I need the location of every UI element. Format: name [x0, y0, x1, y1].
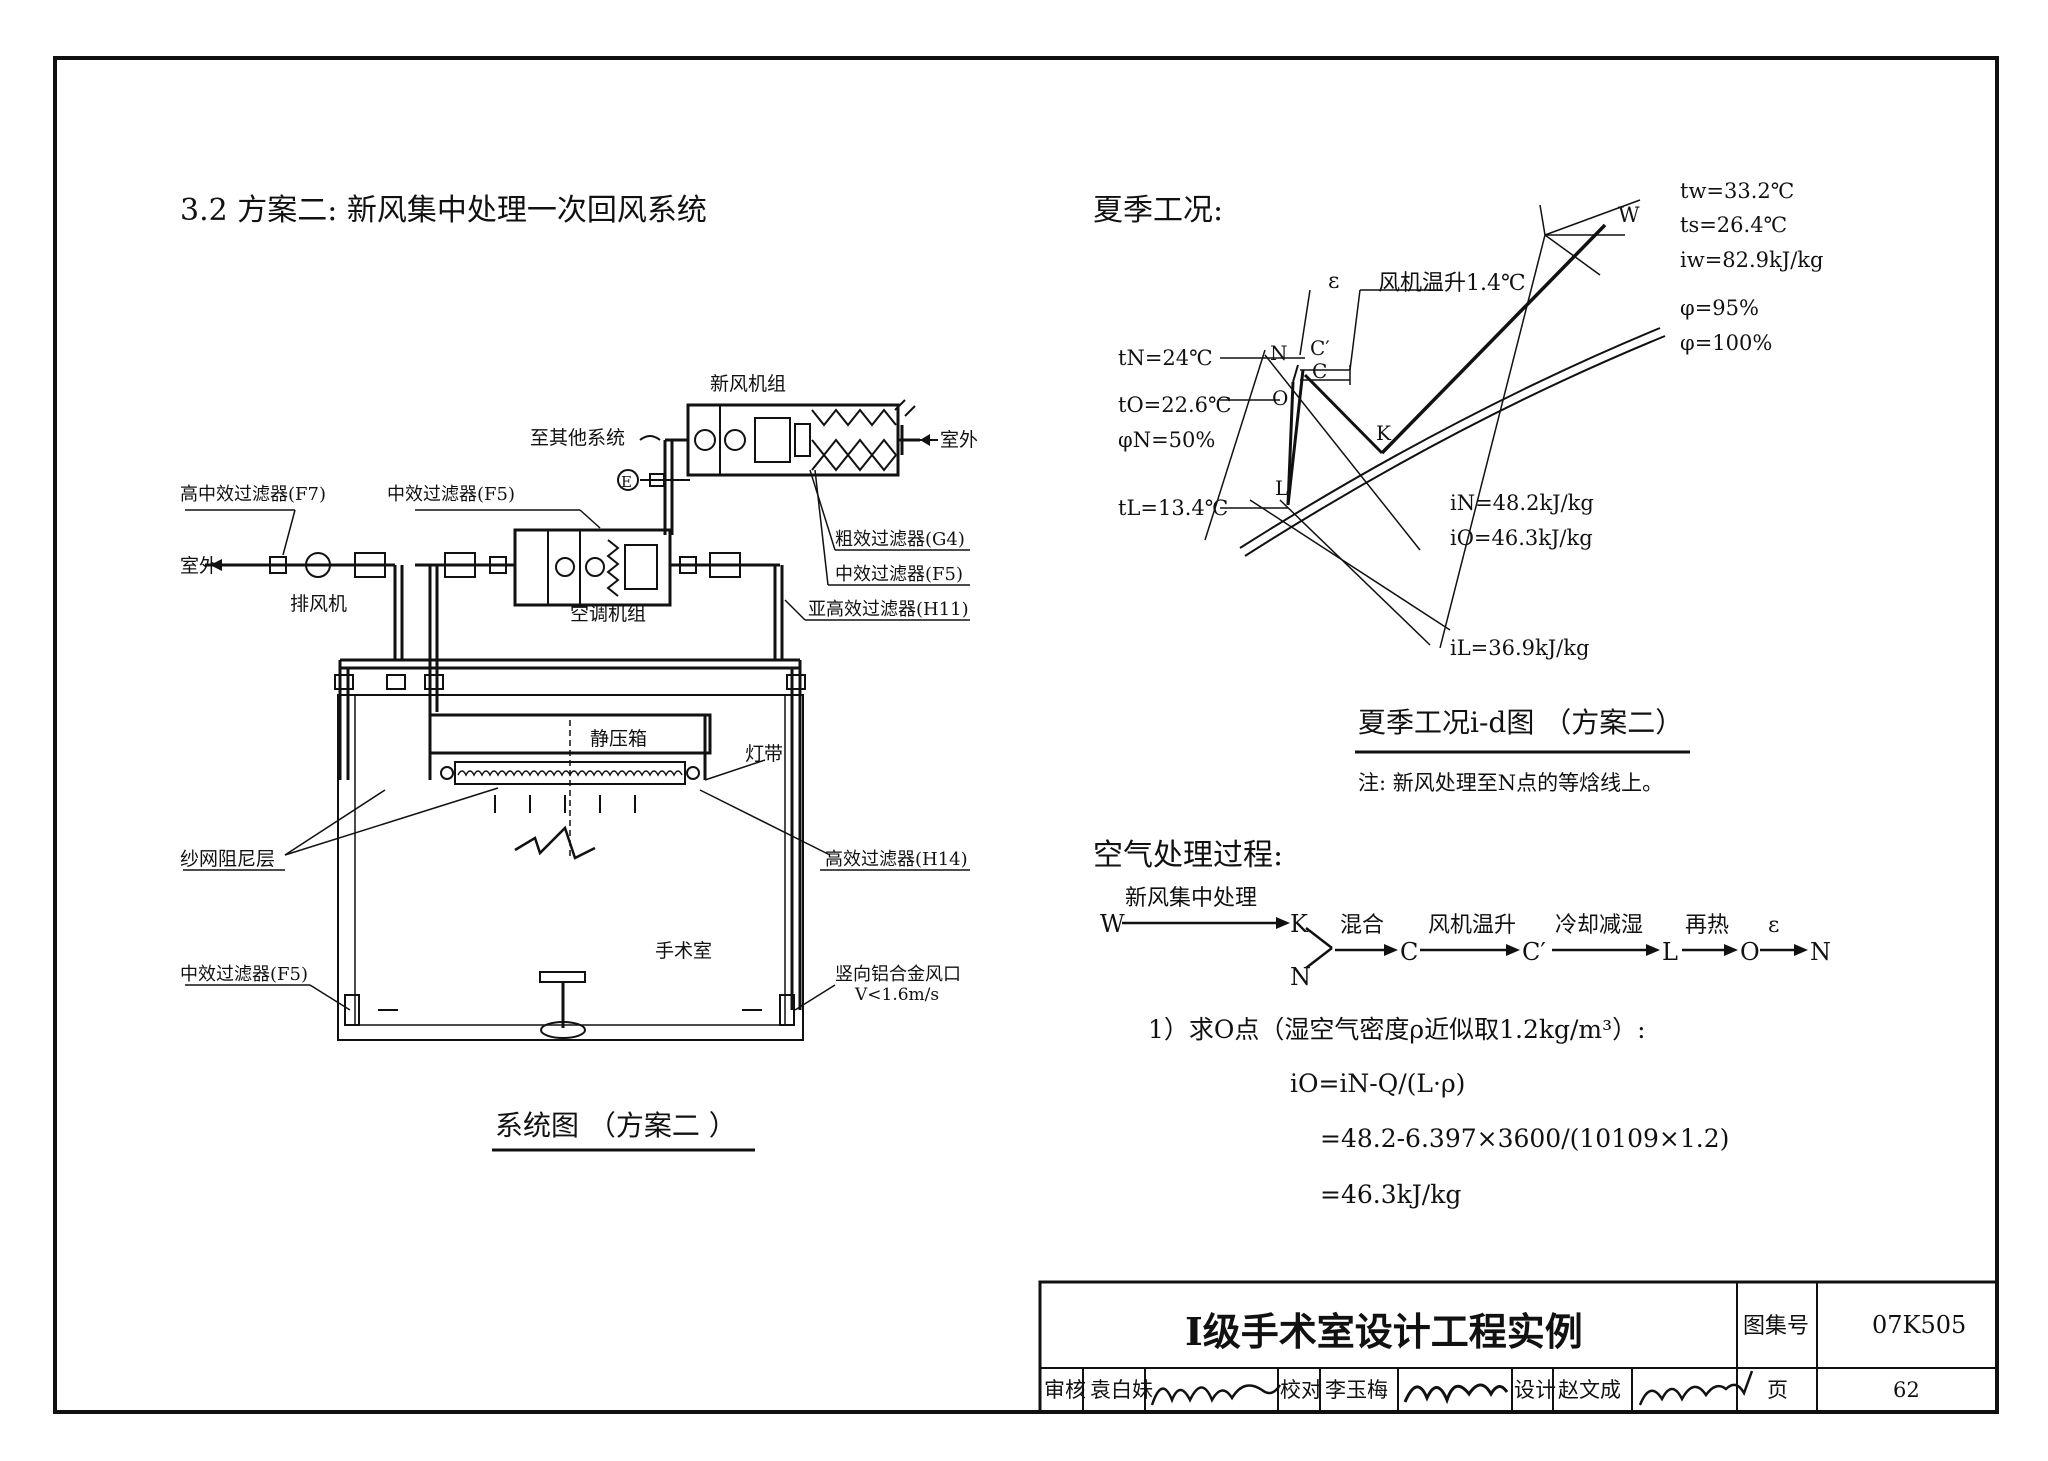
process-eq1: iO=iN-Q/(L·ρ) [1290, 1069, 1465, 1098]
sheet-border [53, 56, 1999, 1414]
process-fresh-treat: 新风集中处理 [1125, 886, 1257, 911]
label-in: iN=48.2kJ/kg [1450, 491, 1594, 515]
label-exhaust-fan: 排风机 [290, 593, 347, 615]
label-ahu: 空调机组 [570, 603, 646, 625]
label-coarse-filter: 粗效过滤器(G4) [835, 529, 965, 550]
label-iw: iw=82.9kJ/kg [1680, 248, 1823, 272]
process-cool-dehum: 冷却减湿 [1555, 913, 1643, 938]
process-l: L [1662, 938, 1678, 966]
process-mix: 混合 [1340, 913, 1384, 938]
process-fan-rise: 风机温升 [1428, 913, 1516, 938]
atlas-label: 图集号 [1743, 1314, 1809, 1339]
label-N: N [1270, 341, 1288, 365]
label-e-symbol: E [621, 473, 632, 491]
label-damping-layer: 纱网阻尼层 [180, 848, 275, 870]
process-c-prime: C′ [1522, 938, 1546, 966]
atlas-number: 07K505 [1872, 1311, 1966, 1339]
summer-note: 注: 新风处理至N点的等焓线上。 [1358, 771, 1663, 795]
checker-name: 李玉梅 [1325, 1378, 1388, 1402]
label-light-strip: 灯带 [745, 743, 783, 765]
process-eq2: =48.2-6.397×3600/(10109×1.2) [1320, 1124, 1729, 1153]
label-fresh-air-unit: 新风机组 [710, 373, 786, 395]
process-c: C [1400, 938, 1418, 966]
system-diagram-labels: 新风机组 至其他系统 室外 E 高中效过滤器(F7) 中效过滤器(F5) 室外 … [180, 373, 978, 1152]
review-label: 审核 [1044, 1378, 1086, 1402]
label-to-other-systems: 至其他系统 [530, 427, 625, 449]
designer-name: 赵文成 [1558, 1378, 1621, 1402]
design-label: 设计 [1514, 1378, 1556, 1402]
label-il: iL=36.9kJ/kg [1450, 636, 1589, 660]
line-w-k [1380, 223, 1607, 455]
section-title: 3.2 方案二: 新风集中处理一次回风系统 [180, 193, 707, 228]
label-hepa: 高效过滤器(H14) [825, 849, 968, 870]
label-tn: tN=24℃ [1118, 346, 1213, 370]
label-mid-filter-bottom: 中效过滤器(F5) [180, 964, 308, 985]
operating-room-outline [337, 694, 804, 1041]
summer-heading: 夏季工况: [1093, 193, 1223, 228]
label-outdoor-left: 室外 [180, 555, 218, 577]
label-mid-filter-right: 中效过滤器(F5) [835, 564, 963, 585]
line-k-c [1303, 373, 1384, 455]
summer-caption: 夏季工况i-d图 （方案二） [1358, 706, 1683, 739]
process-eq3: =46.3kJ/kg [1320, 1180, 1461, 1209]
process-n-end: N [1810, 938, 1831, 966]
label-sub-hepa: 亚高效过滤器(H11) [808, 599, 969, 620]
process-reheat: 再热 [1685, 913, 1729, 938]
process-step1: 1）求O点（湿空气密度ρ近似取1.2kg/m³）: [1148, 1015, 1646, 1044]
checker-signature [1403, 1383, 1509, 1405]
label-K: K [1376, 421, 1392, 445]
process-epsilon: ε [1768, 913, 1779, 938]
process-heading: 空气处理过程: [1093, 838, 1283, 873]
line-l-o [1286, 381, 1295, 506]
air-process: 空气处理过程: W 新风集中处理 K N 混合 C 风机温升 C′ 冷却减湿 L… [1093, 838, 1831, 1209]
label-grille-velocity: V<1.6m/s [854, 985, 939, 1005]
line-o-n [1292, 364, 1299, 383]
label-C: C [1312, 359, 1327, 383]
process-n: N [1290, 963, 1311, 991]
label-fan-rise: 风机温升1.4℃ [1378, 271, 1526, 296]
designer-signature [1638, 1370, 1754, 1406]
process-o: O [1740, 938, 1760, 966]
drawing-title: Ⅰ级手术室设计工程实例 [1185, 1309, 1583, 1354]
phi-95-curve [1239, 327, 1661, 549]
id-chart [1204, 199, 1666, 649]
label-tw: tw=33.2℃ [1680, 179, 1794, 203]
label-phi100: φ=100% [1680, 331, 1772, 355]
label-to: tO=22.6℃ [1118, 393, 1232, 417]
reviewer-name: 袁白妹 [1090, 1378, 1153, 1402]
label-outdoor-right: 室外 [940, 429, 978, 451]
page-label: 页 [1767, 1378, 1788, 1402]
label-L: L [1275, 476, 1288, 500]
label-tl: tL=13.4℃ [1118, 496, 1228, 520]
label-phi95: φ=95% [1680, 296, 1759, 320]
process-k: K [1290, 910, 1309, 938]
label-epsilon: ε [1328, 269, 1339, 294]
page-number: 62 [1893, 1378, 1920, 1402]
line-c-l [1286, 369, 1305, 506]
label-phin: φN=50% [1118, 428, 1215, 452]
label-grille: 竖向铝合金风口 [835, 964, 961, 985]
label-mid-filter-top: 中效过滤器(F5) [387, 484, 515, 505]
label-high-mid-filter: 高中效过滤器(F7) [180, 484, 326, 505]
label-plenum-box: 静压箱 [590, 728, 647, 750]
label-W: W [1618, 203, 1640, 227]
label-operating-room: 手术室 [655, 940, 712, 962]
label-O: O [1272, 386, 1288, 410]
label-C-prime: C′ [1310, 336, 1330, 360]
phi-100-curve [1244, 335, 1666, 557]
check-label: 校对 [1280, 1378, 1322, 1402]
title-block [1038, 1280, 1999, 1414]
system-diagram [183, 399, 970, 1041]
id-chart-labels: 夏季工况: tw=33.2℃ ts=26.4℃ iw=82.9kJ/kg φ=9… [1093, 179, 1823, 795]
title-block-text: Ⅰ级手术室设计工程实例 图集号 07K505 审核 袁白妹 校对 李玉梅 设计 … [1044, 1309, 1966, 1402]
ahu-box [513, 528, 672, 607]
label-ts: ts=26.4℃ [1680, 213, 1787, 237]
system-diagram-caption: 系统图 （方案二 ） [495, 1109, 737, 1142]
reviewer-signature [1150, 1384, 1282, 1406]
label-io: iO=46.3kJ/kg [1450, 526, 1593, 550]
process-w: W [1100, 910, 1125, 938]
